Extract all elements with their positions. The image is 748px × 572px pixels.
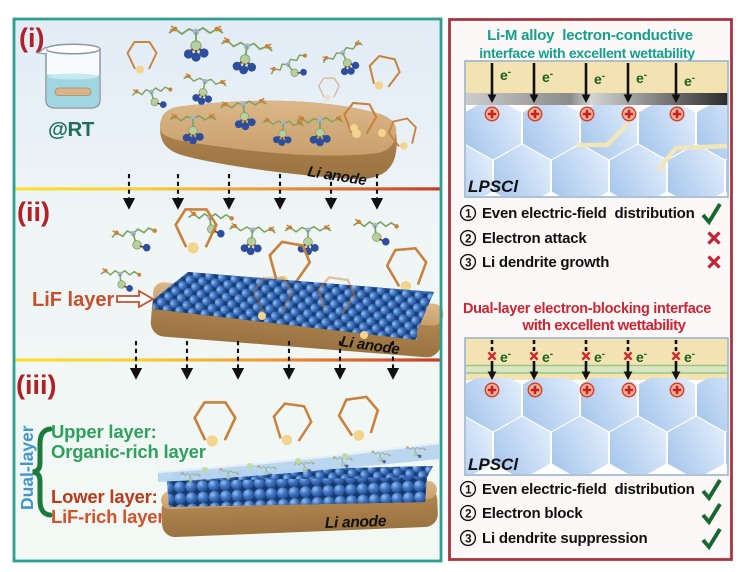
svg-text:1: 1	[465, 484, 472, 496]
svg-text:e-: e-	[594, 71, 605, 87]
svg-text:e-: e-	[542, 349, 553, 365]
svg-text:Li dendrite suppression: Li dendrite suppression	[482, 530, 647, 547]
svg-text:e-: e-	[684, 73, 695, 89]
svg-text:Li dendrite growth: Li dendrite growth	[482, 254, 609, 271]
svg-text:interface with excellent wetta: interface with excellent wettability	[479, 45, 695, 61]
svg-text:2: 2	[465, 508, 471, 520]
svg-text:Dual-layer: Dual-layer	[17, 425, 37, 510]
svg-text:Dual-layer electron-blocking i: Dual-layer electron-blocking interface	[463, 301, 711, 317]
svg-text:LPSCl: LPSCl	[468, 177, 519, 196]
svg-text:Upper layer:: Upper layer:	[51, 421, 157, 442]
svg-text:Li-M alloy lectron-conductive: Li-M alloy lectron-conductive	[487, 27, 693, 44]
svg-text:e-: e-	[684, 349, 695, 365]
svg-text:LiF layer: LiF layer	[32, 289, 114, 311]
svg-text:(ii): (ii)	[17, 197, 50, 227]
svg-text:e-: e-	[636, 349, 647, 365]
svg-text:LiF-rich layer: LiF-rich layer	[51, 506, 164, 527]
svg-text:Electron attack: Electron attack	[482, 230, 587, 247]
svg-text:Li anode: Li anode	[325, 513, 388, 532]
svg-text:3: 3	[465, 257, 471, 269]
svg-text:e-: e-	[500, 349, 511, 365]
svg-text:@RT: @RT	[48, 118, 95, 141]
svg-text:2: 2	[465, 233, 471, 245]
svg-text:Even electric-field distribut: Even electric-field distribution	[482, 205, 695, 222]
svg-text:e-: e-	[500, 67, 511, 83]
svg-text:Organic-rich layer: Organic-rich layer	[51, 441, 206, 462]
svg-text:3: 3	[465, 533, 471, 545]
svg-text:Electron block: Electron block	[482, 505, 583, 522]
svg-text:e-: e-	[594, 349, 605, 365]
svg-text:Even electric-field distribut: Even electric-field distribution	[482, 481, 695, 498]
svg-text:(iii): (iii)	[16, 370, 57, 400]
svg-text:e-: e-	[542, 69, 553, 85]
svg-text:(i): (i)	[19, 23, 44, 53]
svg-text:with excellent wettability: with excellent wettability	[522, 317, 687, 334]
svg-text:e-: e-	[636, 70, 647, 86]
svg-text:1: 1	[465, 208, 472, 220]
svg-text:Lower layer:: Lower layer:	[51, 486, 158, 507]
svg-text:LPSCl: LPSCl	[468, 455, 519, 474]
